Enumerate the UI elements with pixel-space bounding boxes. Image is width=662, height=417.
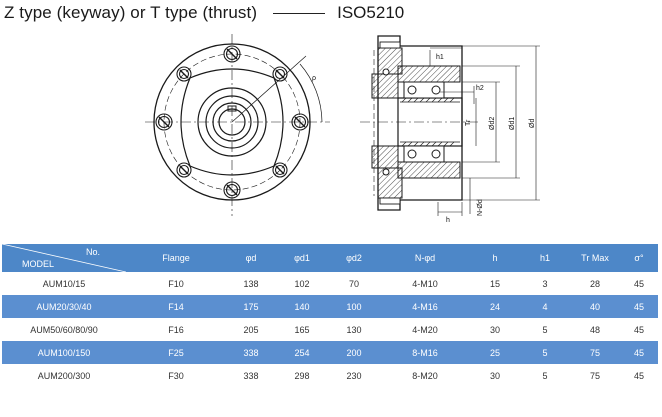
- cell-h: 24: [470, 295, 520, 318]
- cell-angle: 45: [620, 295, 658, 318]
- col-header-angle: σ°: [620, 244, 658, 272]
- standard-text: ISO5210: [337, 3, 405, 22]
- cell-tr-max: 75: [570, 341, 620, 364]
- cell-flange: F30: [168, 370, 184, 381]
- leader-line: [273, 12, 326, 14]
- cell-tr-max: 75: [589, 370, 600, 381]
- cell-tr-max: 28: [589, 278, 600, 289]
- h2-label: h2: [476, 85, 484, 92]
- cell-h: 30: [489, 324, 500, 335]
- col-header-h1: h1: [520, 244, 570, 272]
- cell-angle: 45: [620, 341, 658, 364]
- cell-d2: 100: [328, 295, 380, 318]
- cell-d: 175: [226, 295, 276, 318]
- n-d-label: N-Ød: [477, 199, 484, 216]
- cell-d1: 254: [276, 341, 328, 364]
- d2-label: Ød2: [489, 117, 496, 130]
- cell-d1: 165: [294, 324, 310, 335]
- cell-model: AUM200/300: [37, 370, 91, 381]
- title-text: Z type (keyway) or T type (thrust): [4, 3, 258, 22]
- col-header-d2: φd2: [328, 244, 380, 272]
- bolt-holes: [155, 45, 309, 199]
- cell-flange: F16: [168, 324, 184, 335]
- table-row: AUM50/60/80/90 F16 205 165 130 4-M20 30 …: [2, 318, 658, 341]
- cell-d2: 70: [348, 278, 359, 289]
- cell-tr-max: 40: [570, 295, 620, 318]
- col-header-tr-max: Tr Max: [570, 244, 620, 272]
- cell-h1: 5: [542, 324, 548, 335]
- cell-n-d: 4-M10: [412, 278, 438, 289]
- cell-h1: 4: [520, 295, 570, 318]
- technical-drawing: ρ: [0, 26, 662, 226]
- section-view: [360, 35, 480, 211]
- cell-n-d: 4-M20: [412, 324, 438, 335]
- col-header-d1: φd1: [276, 244, 328, 272]
- h1-label: h1: [436, 54, 444, 61]
- spec-table: No. MODEL Flange φd φd1 φd2 N-φd h h1 Tr…: [2, 244, 658, 387]
- corner-model-label: MODEL: [22, 259, 55, 269]
- radius-label: ρ: [312, 75, 316, 82]
- cell-d2: 130: [346, 324, 362, 335]
- table-row: AUM200/300 F30 338 298 230 8-M20 30 5 75…: [2, 364, 658, 387]
- cell-h1: 5: [520, 341, 570, 364]
- cell-angle: 45: [633, 278, 644, 289]
- d-label: Ød: [529, 119, 536, 128]
- cell-flange: F14: [126, 295, 226, 318]
- cell-d2: 230: [346, 370, 362, 381]
- d1-label: Ød1: [509, 117, 516, 130]
- cell-n-d: 8-M20: [412, 370, 438, 381]
- col-header-d: φd: [226, 244, 276, 272]
- corner-divider: [2, 244, 126, 272]
- corner-no-label: No.: [85, 247, 100, 257]
- cell-h1: 3: [542, 278, 548, 289]
- cell-model: AUM50/60/80/90: [30, 324, 98, 335]
- cell-h: 30: [489, 370, 500, 381]
- table-header-row: No. MODEL Flange φd φd1 φd2 N-φd h h1 Tr…: [2, 244, 658, 272]
- table-row: AUM20/30/40 F14 175 140 100 4-M16 24 4 4…: [2, 295, 658, 318]
- cell-flange: F10: [168, 278, 184, 289]
- cell-model: AUM10/15: [42, 278, 86, 289]
- cell-h1: 5: [542, 370, 548, 381]
- cell-d: 338: [226, 341, 276, 364]
- cell-d: 205: [243, 324, 259, 335]
- cell-d: 138: [243, 278, 259, 289]
- cell-flange: F25: [126, 341, 226, 364]
- col-header-flange: Flange: [126, 244, 226, 272]
- cell-d1: 298: [294, 370, 310, 381]
- h-label: h: [446, 217, 450, 224]
- cell-d2: 200: [328, 341, 380, 364]
- cell-n-d: 4-M16: [380, 295, 470, 318]
- model-corner-header: No. MODEL: [2, 244, 126, 272]
- table-row: AUM10/15 F10 138 102 70 4-M10 15 3 28 45: [2, 272, 658, 295]
- tr-label: Tr: [465, 119, 472, 126]
- cell-n-d: 8-M16: [380, 341, 470, 364]
- cell-model: AUM100/150: [2, 341, 126, 364]
- col-header-h: h: [470, 244, 520, 272]
- cell-angle: 45: [633, 324, 644, 335]
- cell-h: 25: [470, 341, 520, 364]
- page-header: Z type (keyway) or T type (thrust) ISO52…: [4, 2, 424, 24]
- col-header-n-d: N-φd: [380, 244, 470, 272]
- cell-d: 338: [243, 370, 259, 381]
- cell-h: 15: [489, 278, 500, 289]
- cell-model: AUM20/30/40: [2, 295, 126, 318]
- cell-d1: 140: [276, 295, 328, 318]
- cell-angle: 45: [633, 370, 644, 381]
- cell-d1: 102: [294, 278, 310, 289]
- cell-tr-max: 48: [589, 324, 600, 335]
- section-dimensions: [429, 45, 540, 216]
- angle-dimension: [231, 55, 323, 123]
- table-row: AUM100/150 F25 338 254 200 8-M16 25 5 75…: [2, 341, 658, 364]
